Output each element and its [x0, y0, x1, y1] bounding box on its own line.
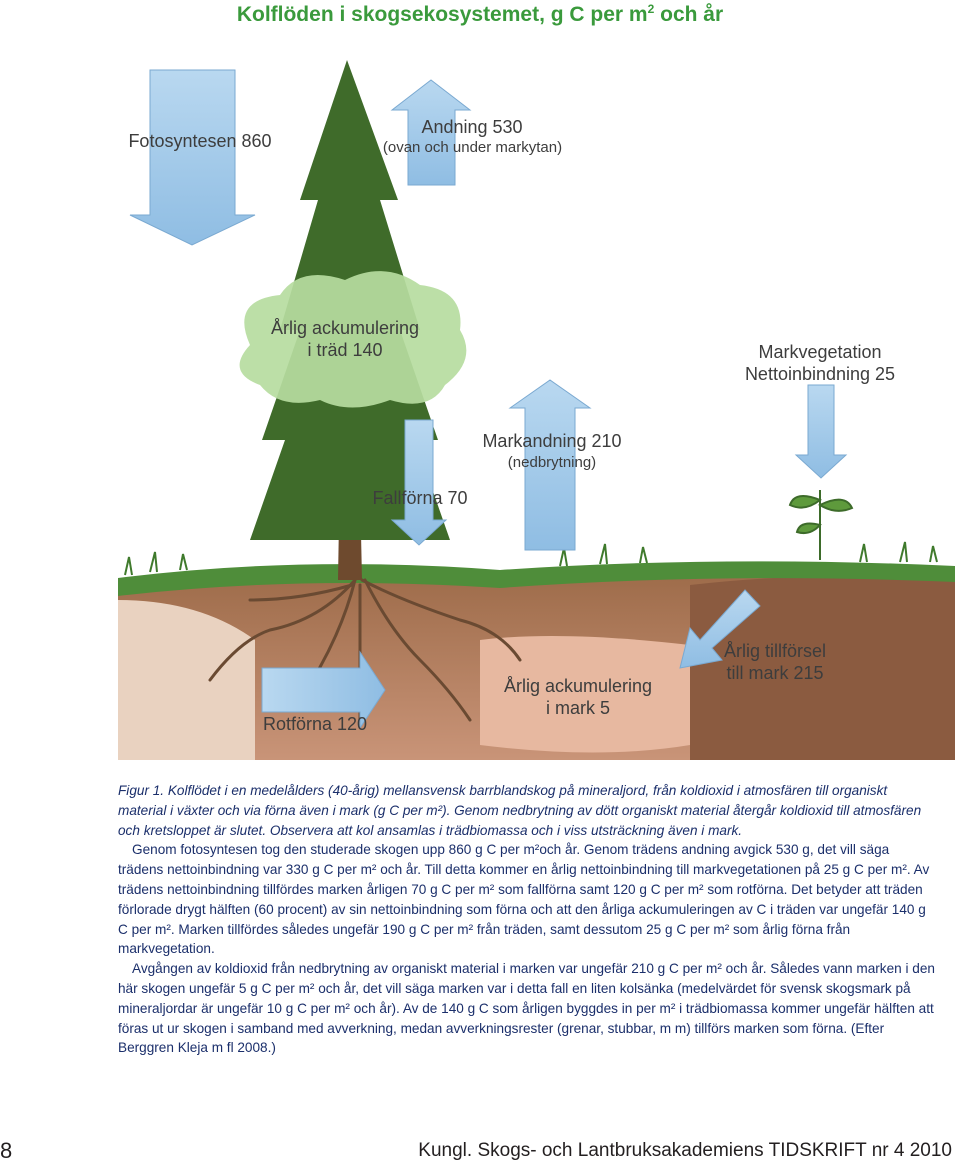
grass-strip [118, 561, 955, 596]
soil-respiration-arrow [508, 379, 592, 551]
label-tree-accumulation-line1: Årlig ackumulering [270, 318, 420, 338]
litterfall-arrow [390, 419, 448, 546]
journal-footer: Kungl. Skogs- och Lantbruksakademiens TI… [418, 1140, 952, 1161]
label-respiration-sub: (ovan och under markytan) [382, 139, 563, 156]
label-tree-accumulation-line2: i träd 140 [307, 340, 383, 360]
label-litterfall: Fallförna 70 [372, 488, 468, 508]
figure-title: Kolflöden i skogsekosystemet, g C per m2… [236, 2, 724, 26]
label-root-litter: Rotförna 120 [262, 714, 368, 734]
figure-caption: Figur 1. Kolflödet i en medelålders (40-… [118, 781, 938, 1058]
label-annual-input-line1: Årlig tillförsel [723, 641, 827, 661]
caption-paragraph-3: Avgången av koldioxid från nedbrytning a… [118, 961, 935, 1056]
annual-input-arrow [679, 589, 761, 669]
seedling [788, 490, 854, 560]
page-number: 8 [0, 1138, 13, 1163]
carbon-flow-illustration [118, 60, 955, 760]
soil-left-pale [118, 600, 255, 760]
tree-accumulation-cloud [239, 271, 467, 408]
label-ground-vegetation-line1: Markvegetation [758, 342, 882, 362]
label-ground-vegetation-line2: Nettoinbindning 25 [744, 364, 896, 384]
respiration-arrow [390, 79, 472, 186]
photosynthesis-arrow [129, 69, 256, 246]
soil-dark-right [690, 576, 955, 760]
label-soil-accumulation-line1: Årlig ackumulering [503, 676, 653, 696]
label-soil-respiration-sub: (nedbrytning) [507, 454, 597, 471]
soil-pink-center [480, 636, 690, 753]
label-respiration: Andning 530 [421, 117, 523, 137]
root-litter-arrow [261, 650, 386, 730]
ground-vegetation-arrow [794, 384, 848, 479]
label-photosynthesis: Fotosyntesen 860 [128, 131, 272, 151]
caption-paragraph-1: Figur 1. Kolflödet i en medelålders (40-… [118, 783, 922, 838]
label-soil-accumulation-line2: i mark 5 [545, 698, 610, 718]
label-annual-input-line2: till mark 215 [726, 663, 824, 683]
label-soil-respiration: Markandning 210 [482, 431, 622, 451]
caption-paragraph-2: Genom fotosyntesen tog den studerade sko… [118, 842, 930, 957]
